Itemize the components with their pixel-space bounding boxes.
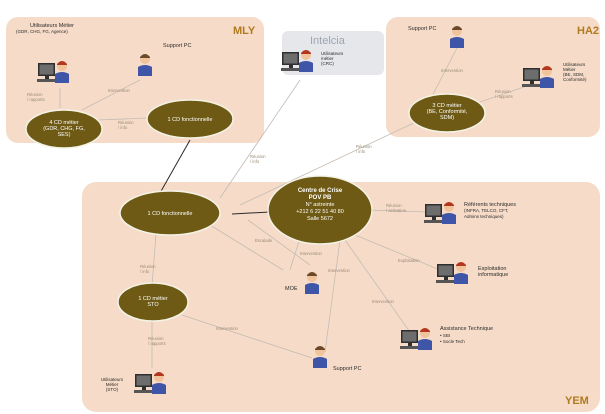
- region-label-intelcia: Intelcia: [310, 35, 346, 47]
- edge-label-crise-exploitation: Exploitation: [398, 258, 420, 263]
- edge-crise-moe: [289, 237, 301, 271]
- node-cd-metier-ha2[interactable]: [408, 93, 486, 133]
- edge-sto-support: [181, 314, 313, 359]
- node-cd-fonctionnelle-mly[interactable]: [146, 99, 234, 139]
- node-text-cd-metier-mly: 4 CD métier(GDR, CHG, FG,SES): [43, 120, 85, 138]
- node-text-cd-metier-ha2: 3 CD métier(BE, Conformité,SDM): [427, 103, 468, 121]
- edge-crc-link: [219, 79, 301, 199]
- edge-label-sto-users: Réunion/ rapports: [148, 336, 166, 346]
- actor-label-utilisateurs-mly: Utilisateurs Métier(GDR, CHG, FG, Agence…: [16, 23, 74, 34]
- edge-label-ha2-link: Réunion/ info: [356, 144, 372, 154]
- edge-label-sto-support: Intervention: [216, 326, 239, 331]
- edge-label-crc: Réunion/ info: [250, 154, 266, 164]
- edge-label-crise-assistance: Intervention: [372, 299, 395, 304]
- edge-label-mly-cd-fonct: Réunion/ info: [118, 120, 134, 130]
- edge-label-crise-moe: Intervention: [300, 251, 323, 256]
- edge-moe-crise: [247, 219, 311, 266]
- edge-ha2-link: [239, 119, 421, 206]
- region-yem: [82, 182, 600, 412]
- node-cd-fonctionnelle-yem[interactable]: [119, 190, 221, 236]
- edge-mly-cd-support: [81, 79, 141, 111]
- node-cd-metier-sto[interactable]: [117, 282, 189, 322]
- edge-label-ha2-support: Intervention: [441, 68, 464, 73]
- region-label-mly: MLY: [233, 25, 256, 37]
- node-text-cd-fonctionnelle-mly: 1 CD fonctionnelle: [168, 117, 213, 123]
- node-cd-metier-mly[interactable]: [25, 109, 103, 149]
- edge-fonct-sto: [151, 233, 157, 287]
- edge-mly-fonct-yem: [159, 139, 191, 194]
- edge-crise-assistance: [344, 239, 413, 336]
- edge-crise-referents: [367, 209, 429, 213]
- node-centre-de-crise[interactable]: [267, 175, 373, 245]
- node-text-cd-fonctionnelle-yem: 1 CD fonctionnelle: [148, 211, 193, 217]
- actor-label-moe: MOE: [285, 286, 298, 292]
- region-label-ha2: HA2: [577, 25, 599, 37]
- edge-label-crise-referents: Réunion/ activation: [386, 203, 407, 213]
- edge-label-fonct-moe: Escalade: [255, 238, 273, 243]
- edge-label-fonct-sto: Réunion/ info: [140, 264, 156, 274]
- actor-label-assistance: Assistance Technique• SBI• Socle Tech: [440, 326, 493, 344]
- edge-label-ha2-users: Réunion/ rapports: [495, 89, 513, 99]
- actor-label-support-pc-ha2: Support PC: [408, 26, 436, 32]
- edge-fonct-crise: [231, 211, 271, 215]
- edge-label-mly-users-cd: Réunion/ rapports: [27, 92, 45, 102]
- actor-label-support-pc-mly: Support PC: [163, 43, 191, 49]
- edge-crise-support: [324, 239, 341, 353]
- edge-label-mly-cd-support: Intervention: [108, 88, 131, 93]
- edge-fonct-moe: [209, 224, 284, 271]
- region-label-yem: YEM: [565, 395, 589, 407]
- main-edges: [159, 139, 271, 215]
- actor-label-referents: Référents techniques(INFRA, TELCO, CFT,A…: [464, 202, 516, 219]
- edge-label-moe-crise: Intervention: [328, 268, 351, 273]
- edge-mly-cd-fonct: [97, 117, 149, 121]
- edge-ha2-support: [429, 47, 458, 101]
- light-edges: [59, 47, 531, 368]
- edge-crise-exploitation: [354, 234, 446, 273]
- node-shapes: [25, 93, 486, 322]
- actor-label-support-pc-yem: Support PC: [333, 366, 361, 372]
